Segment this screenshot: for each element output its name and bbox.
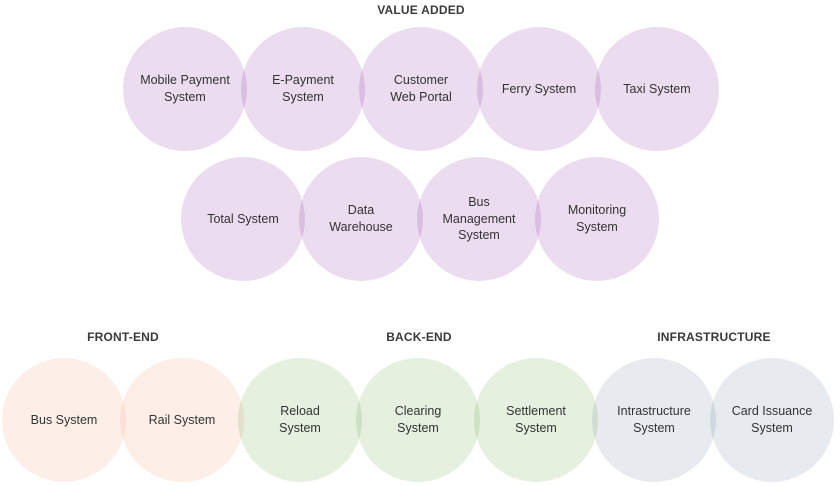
section-title-back-end: BACK-END [386, 330, 452, 344]
circle-label-bus-management-system: Bus Management System [442, 194, 516, 243]
circle-label-e-payment-system: E-Payment System [272, 73, 334, 104]
circle-rail-system [120, 358, 244, 482]
circle-total-system [181, 157, 305, 281]
circle-label-clearing-system: Clearing System [394, 404, 442, 435]
circle-label-reload-system: Reload System [279, 404, 321, 435]
section-title-front-end: FRONT-END [87, 330, 159, 344]
circle-settlement-system [474, 358, 598, 482]
circle-label-customer-web-portal: Customer Web Portal [390, 73, 452, 104]
circle-taxi-system [595, 27, 719, 151]
circle-bus-system [2, 358, 126, 482]
circle-label-total-system: Total System [207, 211, 279, 226]
circle-clearing-system [356, 358, 480, 482]
circle-label-monitoring-system: Monitoring System [567, 203, 627, 234]
circle-intrastructure-system [592, 358, 716, 482]
circle-card-issuance-system [710, 358, 834, 482]
circle-label-taxi-system: Taxi System [623, 81, 691, 96]
circle-bus-management-system [417, 157, 541, 281]
circle-data-warehouse [299, 157, 423, 281]
circle-label-rail-system: Rail System [148, 412, 216, 427]
section-title-value-added: VALUE ADDED [377, 3, 465, 17]
circle-customer-web-portal [359, 27, 483, 151]
circle-e-payment-system [241, 27, 365, 151]
circle-label-bus-system: Bus System [30, 412, 98, 427]
circle-label-card-issuance-system: Card Issuance System [731, 404, 813, 435]
circle-reload-system [238, 358, 362, 482]
circle-ferry-system [477, 27, 601, 151]
circle-label-ferry-system: Ferry System [501, 81, 577, 96]
circle-label-intrastructure-system: Intrastructure System [617, 404, 691, 435]
circle-label-settlement-system: Settlement System [506, 404, 566, 435]
circle-mobile-payment-system [123, 27, 247, 151]
circle-label-data-warehouse: Data Warehouse [329, 203, 393, 234]
circle-label-mobile-payment-system: Mobile Payment System [140, 73, 230, 104]
circle-monitoring-system [535, 157, 659, 281]
section-title-infrastructure: INFRASTRUCTURE [657, 330, 771, 344]
